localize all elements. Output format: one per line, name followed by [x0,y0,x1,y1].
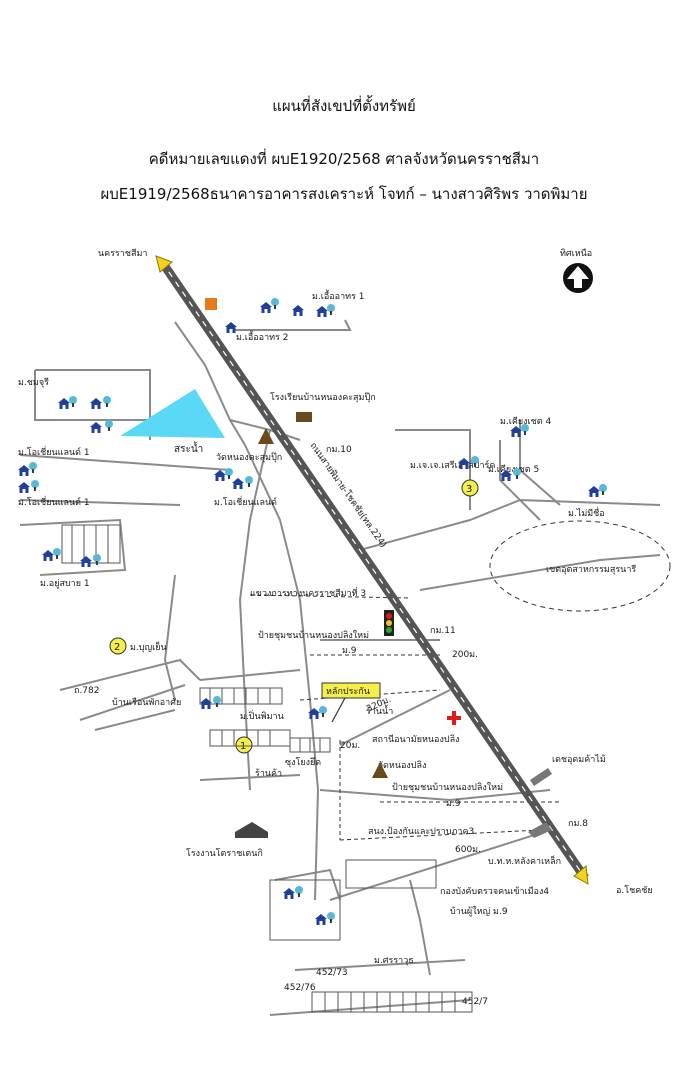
moo9-upper-label: ม.9 [342,646,357,656]
health-center-label: สถานีอนามัยหนองปลิง [372,734,459,745]
highway-district-label: แขวงการทางนครราชสีมาที่ 3 [250,586,366,599]
village-pin-piman: ม.ปิ่นพิมาน [240,709,284,722]
steel-shop-label: บ.ท.ห.หลังคาเหล็ก [488,854,561,867]
village-ocean-land: ม.โอเชี่ยนแลนด์ [214,495,277,508]
village-sorawut: ม.ศรราวุธ [374,956,414,966]
distance-20m: 20ม. [340,741,360,751]
arrow-to-chok-chai-icon [573,865,589,885]
temple-icon [372,762,388,778]
steel-shop-icon [528,822,552,838]
bus-stop-upper-label: ป้ายชุมชนบ้านหนองปลิงใหม่ [258,630,369,641]
km10-label: กม.10 [326,445,352,455]
destination-chok-chai: อ.โชคชัย [616,885,653,896]
main-highway [158,259,589,881]
north-arrow-icon [563,263,593,293]
km8-label: กม.8 [568,819,588,829]
temple-upper-icon [258,428,274,444]
shop-label: ร้านค้า [255,768,282,779]
pond-label: สระน้ำ [174,441,203,455]
fire-station-label: สนง.ป้องกันและปราบภาค3 [368,826,474,837]
school-label: โรงเรียนบ้านหนองคะสุมปุ๊ก [270,392,376,403]
tree-icons [29,298,607,923]
village-uea-arthon-2: ม.เอื้ออาทร 2 [236,330,289,343]
road-782-label: ถ.782 [74,686,100,696]
local-roads [19,319,661,1016]
destination-nakhon-ratchasima: นครราชสีมา [98,248,147,259]
housing-blocks [61,524,473,1013]
village-mai-mi-chue: ม.ไม่มีชื่อ [568,506,605,519]
collateral-landmark: หลักประกัน [321,682,381,723]
map-title: แผนที่สังเขปที่ตั้งทรัพย์ [272,97,416,115]
village-chomchuri: ม.ชมจุรี [18,377,49,388]
industrial-zone-boundary [489,520,671,612]
timber-yard-label: เดชอุดมค้าไม้ [552,754,606,765]
plot-452-7: 452/7 [462,997,488,1007]
factory-left-label: โรงงานโตราชเตนกิ [186,848,263,859]
village-bunyuen: ม.บุญเย็น [130,640,167,653]
immigration-label: กองบังคับตรวจคนเข้าเมือง4 [440,886,549,897]
collateral-label: หลักประกัน [326,687,370,697]
headman-house-label: บ้านผู้ใหญ่ ม.9 [450,906,508,917]
water-shop-label: ร้านน้ำ [366,704,393,717]
school-icon [296,412,312,422]
village-yusabai-1: ม.อยู่สบาย 1 [40,579,90,589]
temple-upper-label: วัดหนองคะสุมปุ๊ก [216,452,282,463]
fuel-station-icon [205,298,217,310]
industrial-zone-label: เขตอุตสาหกรรมสุรนารี [546,564,636,575]
case-number-line: คดีหมายเลขแดงที่ ผบE1920/2568 ศาลจังหวัด… [148,150,540,168]
traffic-light-icon [384,610,394,636]
marker-2: 2 [114,642,120,653]
case-parties-line: ผบE1919/2568ธนาคารอาคารสงเคราะห์ โจทก์ –… [100,185,588,203]
health-center-icon [447,711,461,725]
pond [120,389,225,438]
factory-left-icon [235,822,268,838]
bus-stop-lower-label: ป้ายชุมชนบ้านหนองปลิงใหม่ [392,782,503,793]
village-road-label: บ้านเรือนพักอาศัย [112,697,181,708]
plot-452-73: 452/73 [316,968,348,978]
village-ocean-land-1-a: ม.โอเชี่ยนแลนด์ 1 [18,445,90,458]
temple-nong-pling-label: วัดหนองปลิง [378,760,426,771]
village-siang-chet-5: ม.เคียงเชต 5 [488,464,539,475]
km11-label: กม.11 [430,626,456,636]
distance-600m: 600ม. [455,845,481,855]
village-ocean-land-1-b: ม.โอเชี่ยนแลนด์ 1 [18,495,90,508]
village-siang-chet-4: ม.เคียงเชต 4 [500,416,551,427]
soi-label: ซุงโยงยึด [285,757,321,768]
timber-yard-icon [530,768,552,786]
marker-3: 3 [466,484,472,495]
village-jj-park: ม.เจ.เจ.เสรีเฮ้าส์ปาร์ค [410,459,495,471]
moo9-lower-label: ม.9 [446,799,461,809]
north-label: ทิศเหนือ [560,248,592,259]
arrow-to-nakhon-ratchasima-icon [155,255,173,273]
plot-452-76: 452/76 [284,983,316,993]
village-uea-arthon-1: ม.เอื้ออาทร 1 [312,289,365,302]
distance-200m: 200ม. [452,650,478,660]
